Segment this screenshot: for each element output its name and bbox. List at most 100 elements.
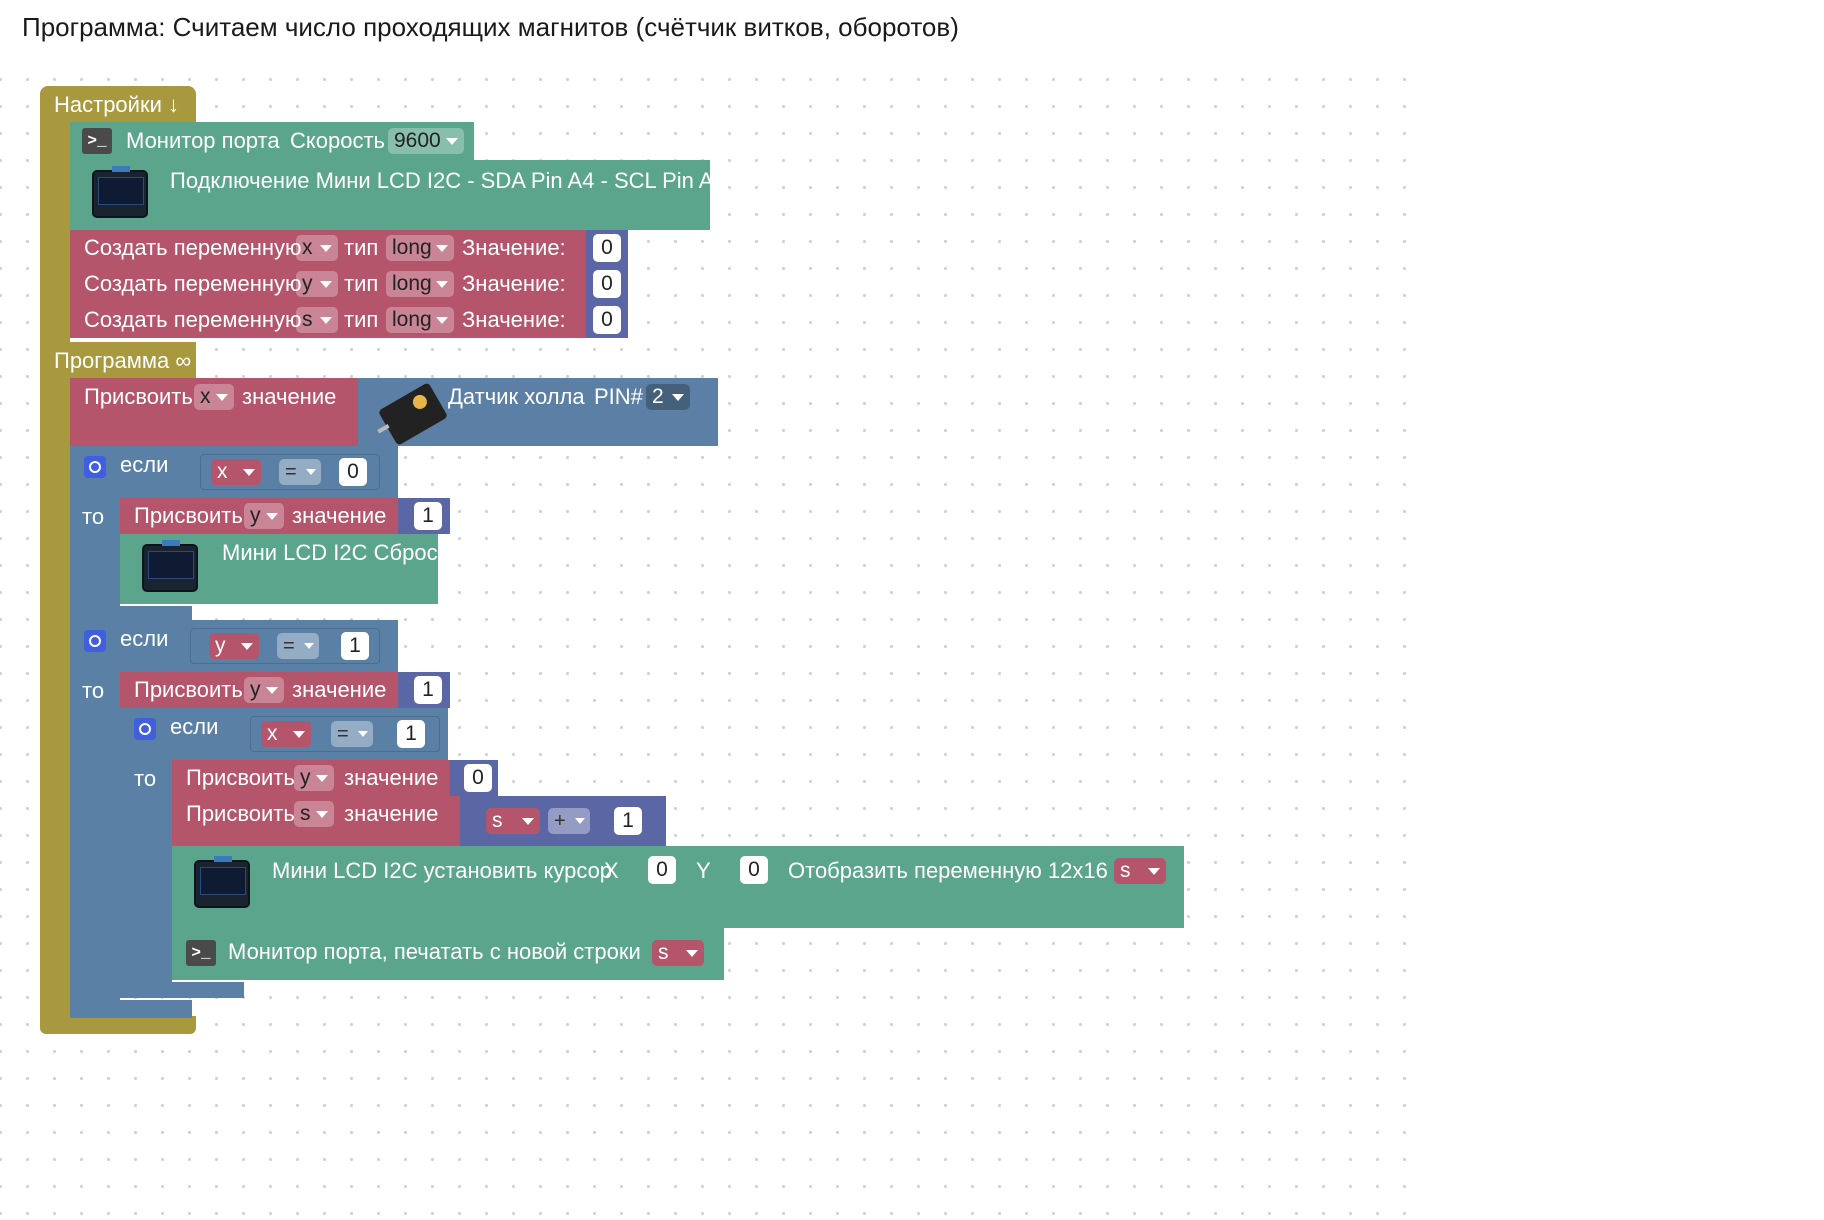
then-label: то xyxy=(82,678,105,703)
serial-label: Монитор порта xyxy=(126,128,280,153)
assign-y-block[interactable]: Присвоить y значение xyxy=(120,498,400,534)
compare-var-dropdown[interactable]: x xyxy=(211,459,261,485)
lcd-reset-block[interactable]: Мини LCD I2C Сброс xyxy=(120,534,438,604)
compare-block[interactable]: x = 1 xyxy=(250,716,440,752)
cursor-x-label: X xyxy=(604,858,619,883)
math-operator-dropdown[interactable]: + xyxy=(548,808,590,834)
assign-y-block[interactable]: Присвоить y значение xyxy=(120,672,400,708)
compare-number-input[interactable]: 1 xyxy=(397,720,425,748)
program-hat-spine xyxy=(40,376,70,1016)
variable-type-dropdown[interactable]: long xyxy=(386,307,454,333)
serial-print-label: Монитор порта, печатать с новой строки xyxy=(228,939,641,964)
terminal-icon: >_ xyxy=(82,128,112,154)
number-input[interactable]: 1 xyxy=(414,676,442,704)
blockly-workspace[interactable]: Настройки ↓ >_ Монитор порта Скорость 96… xyxy=(0,60,1410,1220)
lcd-cursor-label: Мини LCD I2C установить курсор xyxy=(272,858,613,883)
value-label: значение xyxy=(242,384,337,409)
setup-hat-block[interactable]: Настройки ↓ xyxy=(40,86,196,122)
setup-hat-label: Настройки ↓ xyxy=(54,92,179,117)
serial-print-block[interactable]: >_ Монитор порта, печатать с новой строк… xyxy=(172,928,724,980)
operator-dropdown[interactable]: = xyxy=(279,459,321,485)
if-block-2[interactable]: если y = 1 xyxy=(70,620,398,672)
operand-number-input[interactable]: 1 xyxy=(614,807,642,835)
variable-dropdown[interactable]: s xyxy=(294,801,334,827)
math-add-block[interactable]: s + 1 xyxy=(460,796,666,846)
hall-sensor-block[interactable]: Датчик холла PIN# 2 xyxy=(358,378,718,446)
compare-block[interactable]: y = 1 xyxy=(190,628,380,664)
variable-type-dropdown[interactable]: long xyxy=(386,235,454,261)
program-hat-footer xyxy=(40,1016,196,1034)
variable-name-dropdown[interactable]: x xyxy=(296,235,338,261)
pin-dropdown[interactable]: 2 xyxy=(646,384,690,410)
lcd-module-icon xyxy=(92,166,148,218)
cursor-x-input[interactable]: 0 xyxy=(648,856,676,884)
program-hat-label: Программа ∞ xyxy=(54,348,192,373)
variable-type-dropdown[interactable]: long xyxy=(386,271,454,297)
serial-speed-block[interactable]: >_ Монитор порта Скорость 9600 xyxy=(70,122,474,160)
create-variable-x-block[interactable]: Создать переменную x тип long Значение: xyxy=(70,230,588,266)
terminal-icon: >_ xyxy=(186,940,216,966)
inner-if-block[interactable]: если x = 1 xyxy=(120,708,448,760)
value-label: Значение: xyxy=(462,307,566,332)
value-label: Значение: xyxy=(462,271,566,296)
type-label: тип xyxy=(344,271,379,296)
compare-block[interactable]: x = 0 xyxy=(200,454,380,490)
then-label: то xyxy=(82,504,105,529)
variable-dropdown[interactable]: y xyxy=(244,503,284,529)
value-label: Значение: xyxy=(462,235,566,260)
assign-y-zero-socket: 0 xyxy=(450,760,498,796)
create-variable-s-block[interactable]: Создать переменную s тип long Значение: xyxy=(70,302,588,338)
create-variable-y-block[interactable]: Создать переменную y тип long Значение: xyxy=(70,266,588,302)
inner-if-footer xyxy=(120,982,244,998)
assign-x-block[interactable]: Присвоить x значение xyxy=(70,378,360,446)
cursor-y-label: Y xyxy=(696,858,711,883)
number-input[interactable]: 0 xyxy=(464,764,492,792)
assign-y-zero-block[interactable]: Присвоить y значение xyxy=(172,760,452,796)
value-label: значение xyxy=(344,801,439,826)
value-label: значение xyxy=(292,503,387,528)
number-input[interactable]: 0 xyxy=(593,270,621,298)
gear-icon[interactable] xyxy=(134,718,156,740)
if-label: если xyxy=(120,452,169,477)
assign-s-block[interactable]: Присвоить s значение xyxy=(172,796,462,846)
variable-name-dropdown[interactable]: y xyxy=(296,271,338,297)
number-input[interactable]: 0 xyxy=(593,306,621,334)
speed-dropdown[interactable]: 9600 xyxy=(388,128,464,154)
if-label: если xyxy=(170,714,219,739)
compare-number-input[interactable]: 1 xyxy=(341,632,369,660)
compare-var-dropdown[interactable]: x xyxy=(261,721,311,747)
lcd-connect-block[interactable]: Подключение Мини LCD I2C - SDA Pin A4 - … xyxy=(70,160,726,230)
operator-dropdown[interactable]: = xyxy=(331,721,373,747)
gear-icon[interactable] xyxy=(84,456,106,478)
if-block-1[interactable]: если x = 0 xyxy=(70,446,398,498)
hall-sensor-icon xyxy=(377,382,449,446)
gear-icon[interactable] xyxy=(84,630,106,652)
pin-label: PIN# xyxy=(594,384,643,409)
page-heading: Программа: Считаем число проходящих магн… xyxy=(22,12,959,42)
variable-dropdown[interactable]: x xyxy=(194,384,234,410)
type-label: тип xyxy=(344,235,379,260)
print-var-dropdown[interactable]: s xyxy=(652,940,704,966)
setup-hat-spine xyxy=(40,120,70,350)
create-variable-label: Создать переменную xyxy=(84,271,302,296)
lcd-cursor-block[interactable]: Мини LCD I2C установить курсор X 0 Y 0 О… xyxy=(172,846,1184,928)
variable-name-dropdown[interactable]: s xyxy=(296,307,338,333)
lcd-module-icon xyxy=(194,856,250,908)
number-input[interactable]: 0 xyxy=(593,234,621,262)
operand-var-dropdown[interactable]: s xyxy=(486,808,540,834)
if2-footer xyxy=(70,1000,192,1018)
variable-dropdown[interactable]: y xyxy=(294,765,334,791)
value-s-socket: 0 xyxy=(586,302,628,338)
cursor-y-input[interactable]: 0 xyxy=(740,856,768,884)
compare-number-input[interactable]: 0 xyxy=(339,458,367,486)
program-hat-block[interactable]: Программа ∞ xyxy=(40,342,196,378)
assign-label: Присвоить xyxy=(186,765,295,790)
operator-dropdown[interactable]: = xyxy=(277,633,319,659)
number-input[interactable]: 1 xyxy=(414,502,442,530)
value-label: значение xyxy=(344,765,439,790)
variable-dropdown[interactable]: y xyxy=(244,677,284,703)
compare-var-dropdown[interactable]: y xyxy=(209,633,259,659)
display-var-dropdown[interactable]: s xyxy=(1114,858,1166,884)
if1-spine: то xyxy=(70,498,120,606)
value-x-socket: 0 xyxy=(586,230,628,266)
